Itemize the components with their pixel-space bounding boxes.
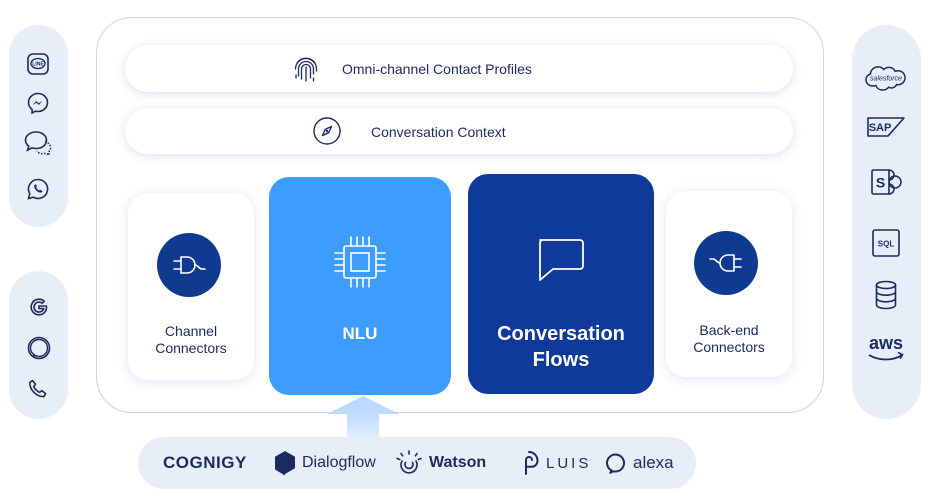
- dialogflow-logo: Dialogflow: [274, 437, 376, 489]
- compass-icon: [311, 115, 343, 147]
- contact-profiles-label: Omni-channel Contact Profiles: [342, 61, 532, 77]
- watson-logo: Watson: [395, 437, 486, 489]
- nlu-providers-bar: COGNIGY Dialogflow Watson LUIS alexa: [138, 437, 696, 489]
- left-channels-bottom: [9, 271, 68, 419]
- sharepoint-label: S: [876, 175, 885, 191]
- svg-text:LINE: LINE: [32, 62, 44, 68]
- database-icon: [872, 279, 900, 311]
- fingerprint-icon: [290, 53, 322, 85]
- salesforce-icon: salesforce: [862, 61, 910, 93]
- cognigy-logo: COGNIGY: [163, 437, 247, 489]
- conversation-flows-line1: Conversation: [497, 323, 625, 345]
- conversation-context-label: Conversation Context: [371, 124, 506, 140]
- chip-icon: [327, 229, 393, 295]
- backend-connectors-card: Back-end Connectors: [666, 191, 792, 377]
- sap-icon: SAP: [866, 115, 906, 139]
- sql-label: SQL: [878, 240, 895, 249]
- messenger-icon: [24, 89, 52, 117]
- left-channels-top: LINE: [9, 25, 68, 227]
- channel-connectors-line1: Channel: [164, 323, 218, 339]
- contact-profiles-bar: Omni-channel Contact Profiles: [125, 45, 793, 92]
- luis-logo: LUIS: [518, 437, 591, 489]
- backend-connector-badge: [694, 231, 758, 295]
- whatsapp-icon: [24, 175, 52, 203]
- alexa-logo: alexa: [605, 437, 674, 489]
- conversation-flows-card: Conversation Flows: [468, 174, 654, 394]
- backend-connectors-line2: Connectors: [693, 339, 765, 355]
- alexa-ring-icon: [24, 333, 54, 363]
- sql-icon: SQL: [870, 227, 902, 259]
- nlu-label: NLU: [342, 324, 378, 343]
- watson-label: Watson: [429, 454, 487, 471]
- right-backends: salesforce SAP S SQL aws: [852, 25, 921, 419]
- cognigy-label: COGNIGY: [163, 453, 247, 472]
- luis-icon: [525, 451, 539, 475]
- aws-label: aws: [869, 333, 903, 353]
- line-icon: LINE: [24, 51, 52, 77]
- channel-connector-badge: [157, 233, 221, 297]
- speech-bubble-icon: [530, 234, 590, 286]
- nlu-input-arrow-head: [327, 396, 399, 414]
- luis-label: LUIS: [546, 454, 592, 472]
- google-assistant-icon: [25, 293, 53, 321]
- sap-label: SAP: [869, 122, 892, 134]
- channel-connectors-card: Channel Connectors: [128, 193, 254, 380]
- dialogflow-icon: [275, 451, 295, 476]
- conversation-flows-line2: Flows: [532, 349, 590, 371]
- nlu-card: NLU: [269, 177, 451, 395]
- alexa-label: alexa: [633, 453, 674, 472]
- aws-icon: aws: [862, 331, 910, 365]
- alexa-icon: [606, 453, 625, 474]
- dialogflow-label: Dialogflow: [302, 454, 376, 471]
- phone-icon: [24, 375, 52, 403]
- backend-connectors-line1: Back-end: [699, 322, 759, 338]
- chat-bubbles-icon: [22, 127, 54, 159]
- plug-icon: [709, 254, 742, 272]
- sharepoint-icon: S: [868, 165, 906, 199]
- nlu-input-arrow: [347, 410, 379, 440]
- watson-icon: [396, 450, 422, 474]
- conversation-context-bar: Conversation Context: [125, 108, 793, 154]
- channel-connectors-line2: Connectors: [155, 340, 227, 356]
- plug-icon: [173, 256, 206, 274]
- salesforce-label: salesforce: [870, 76, 902, 83]
